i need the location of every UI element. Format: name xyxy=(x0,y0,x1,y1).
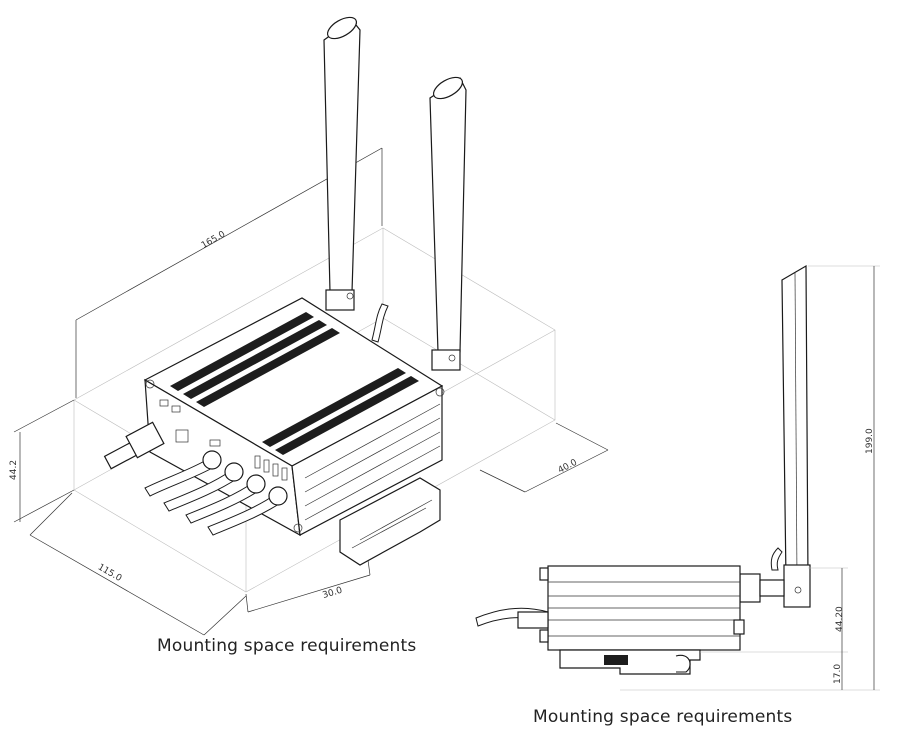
dim-antenna-total-label: 199.0 xyxy=(865,428,875,454)
side-view: 199.0 44.20 17.0 xyxy=(475,264,880,691)
din-rail xyxy=(339,477,441,566)
caption-right: Mounting space requirements xyxy=(533,707,793,727)
power-plug xyxy=(103,421,165,470)
isometric-view: 165.0 44.2 115.0 30.0 40.0 xyxy=(9,16,609,636)
antennas xyxy=(323,16,467,371)
dim-rail-height-label: 17.0 xyxy=(833,664,843,684)
dim-height-label: 44.2 xyxy=(9,460,19,480)
dim-depth-rear-label: 40.0 xyxy=(557,458,580,476)
dim-length-label: 165.0 xyxy=(200,229,228,251)
dim-side-height-label: 44.20 xyxy=(835,606,845,632)
router-body xyxy=(143,297,445,537)
heat-fins xyxy=(170,312,419,455)
caption-left: Mounting space requirements xyxy=(157,636,417,656)
ethernet-cables xyxy=(144,303,389,536)
dim-depth-front-label: 30.0 xyxy=(321,586,343,602)
